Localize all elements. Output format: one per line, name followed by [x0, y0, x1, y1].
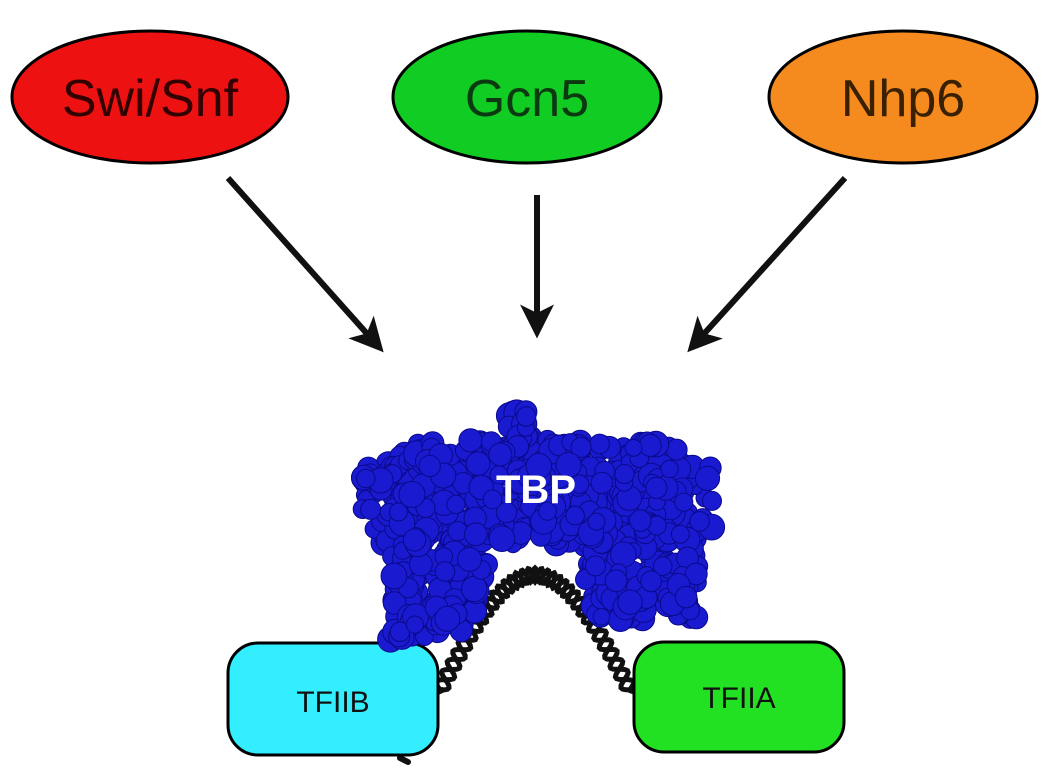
tbp-atom — [495, 501, 518, 524]
nhp6-label: Nhp6 — [841, 70, 965, 128]
tbp-atom — [538, 501, 557, 521]
tbp-atom — [665, 438, 688, 461]
tbp-atom — [356, 468, 376, 489]
tbp-atom — [418, 454, 441, 478]
regulator-gcn5: Gcn5 — [391, 29, 663, 165]
tbp-atom — [465, 451, 491, 477]
tbp-atom — [614, 463, 635, 485]
tbp-atom — [689, 511, 710, 532]
tbp-atom — [565, 505, 585, 526]
tbp-atom — [405, 615, 424, 634]
tbp-label: TBP — [496, 468, 576, 512]
tbp-atom — [640, 570, 662, 593]
tbp-atom — [592, 608, 611, 626]
tbp-atom — [604, 569, 628, 593]
arrows — [225, 175, 848, 353]
arrow-swi-snf-to-tbp — [225, 176, 384, 353]
swi-snf-label: Swi/Snf — [62, 70, 239, 128]
tbp-atom — [660, 459, 679, 479]
tbp-atom — [463, 522, 488, 547]
tbp-atom — [458, 428, 483, 453]
tbp-atom — [380, 562, 408, 590]
tbp-atom — [457, 546, 482, 572]
tbp-atom — [684, 562, 708, 586]
tbp-atom — [629, 509, 652, 532]
tbp-atom — [555, 451, 582, 479]
tbp-atom — [589, 433, 610, 455]
tbp-atom — [525, 452, 552, 480]
tbp-atom — [590, 471, 613, 495]
tbp-atom — [570, 436, 592, 458]
tbp-atom — [402, 528, 427, 552]
tbp-atom — [482, 489, 503, 510]
tbp-atom — [624, 439, 643, 457]
tbp-atom — [488, 525, 516, 553]
tfiia-factor: TFIIA — [632, 640, 846, 754]
tbp-atom — [516, 406, 537, 427]
tbp-atom — [398, 481, 426, 508]
tbp-atom — [434, 561, 456, 582]
tbp-atom — [446, 494, 466, 514]
tbp-atom — [610, 541, 637, 568]
gcn5-label: Gcn5 — [465, 70, 589, 128]
tbp-atom — [434, 605, 461, 632]
tbp-atom — [674, 492, 694, 512]
tbp-atom — [388, 502, 408, 522]
tbp-protein — [351, 399, 726, 653]
tbp-atom — [488, 442, 513, 467]
tbp-atom — [585, 555, 606, 577]
tbp-atom — [569, 474, 590, 495]
tfiia-label: TFIIA — [702, 682, 775, 715]
dna-tail — [397, 755, 411, 765]
tbp-atom — [638, 433, 662, 457]
tbp-atom — [670, 524, 690, 544]
tbp-atom — [674, 585, 698, 609]
dna-helix-strand — [433, 565, 637, 693]
arrow-nhp6-to-tbp — [687, 175, 848, 353]
regulator-swi-snf: Swi/Snf — [10, 29, 290, 165]
tbp-atom — [587, 512, 606, 531]
tfiib-label: TFIIB — [296, 686, 369, 719]
tbp-atom — [702, 490, 722, 511]
tbp-atom — [461, 575, 488, 603]
regulator-nhp6: Nhp6 — [767, 29, 1039, 165]
tbp-atom — [360, 498, 382, 520]
tbp-atom — [694, 465, 721, 491]
tbp-atom — [645, 476, 668, 499]
tfiib-factor: TFIIB — [226, 641, 440, 757]
tbp-atom — [617, 589, 643, 615]
tbp-atom — [652, 556, 673, 577]
